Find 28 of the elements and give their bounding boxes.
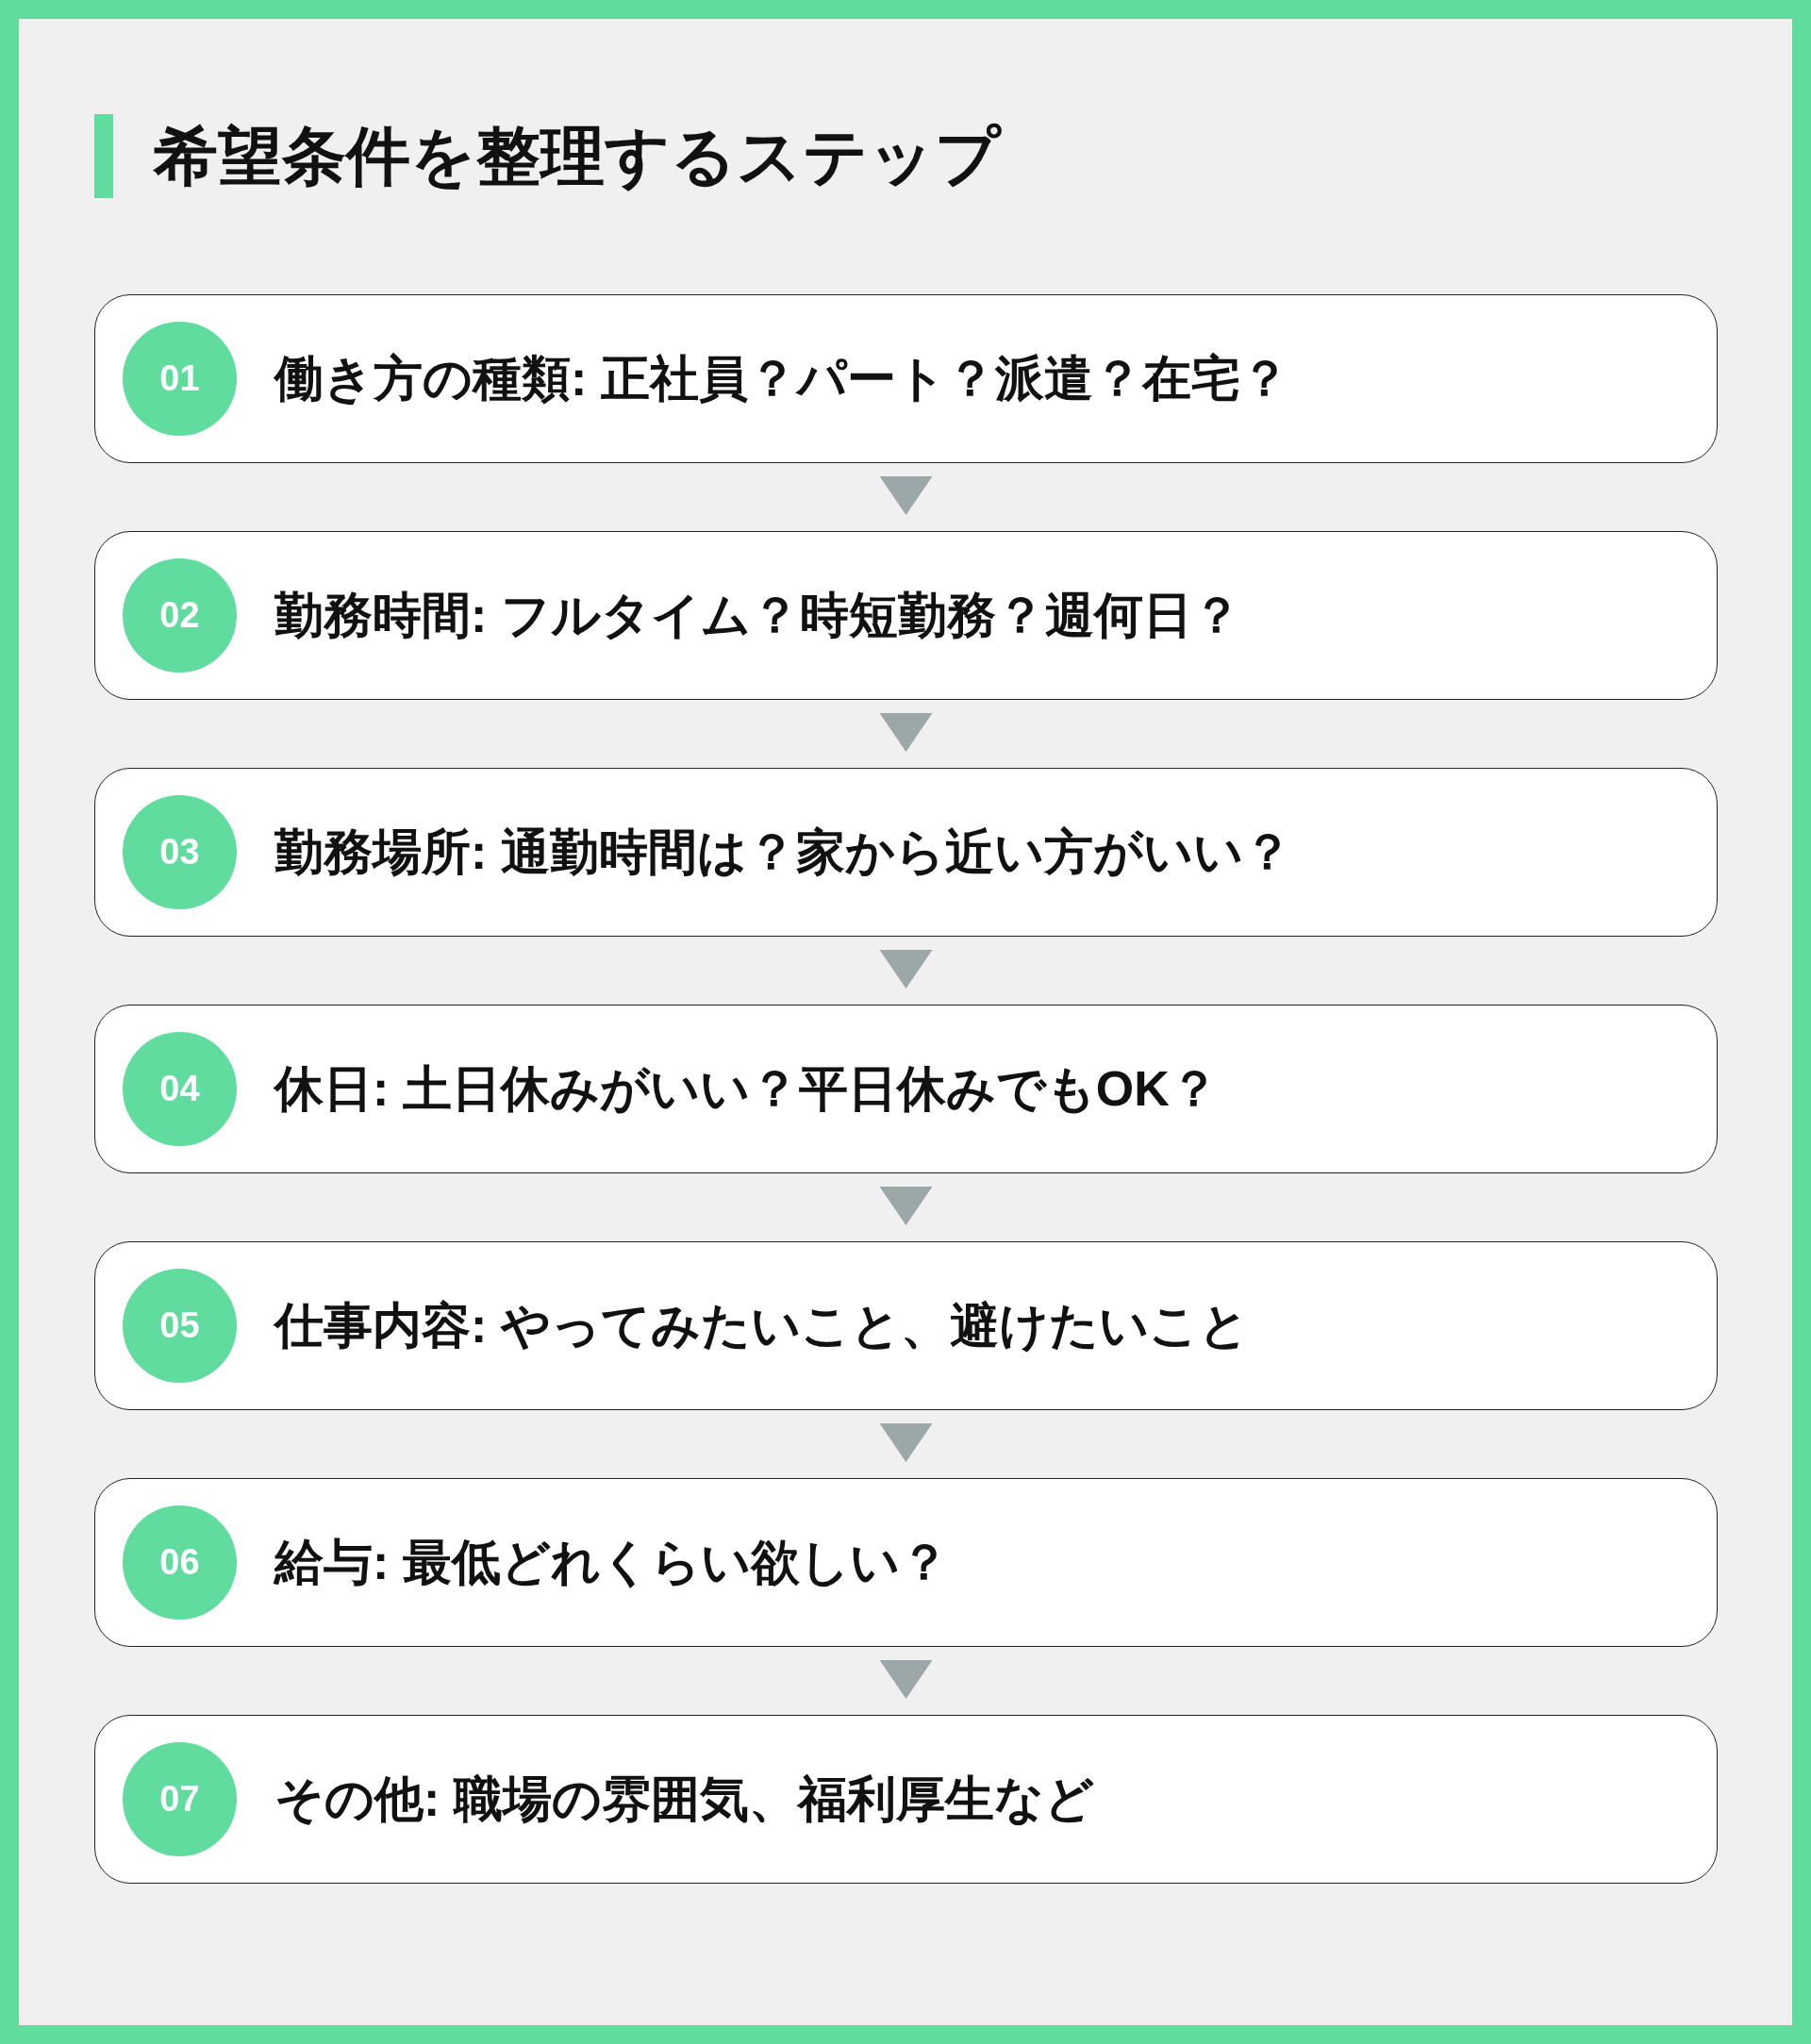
step-card [94,531,1718,700]
step-card [94,1715,1718,1884]
step-card [94,1241,1718,1410]
flow-arrow [879,1660,933,1699]
step-card [94,294,1718,463]
step-label: 勤務場所: 通勤時間は？家から近い方がいい？ [274,823,1292,881]
step-label: 休日: 土日休みがいい？平日休みでもOK？ [274,1060,1219,1118]
step-number-badge: 07 [123,1742,237,1856]
step-card [94,768,1718,937]
step-label: その他: 職場の雰囲気、福利厚生など [274,1770,1094,1828]
title: 希望条件を整理するステップ [154,119,1001,193]
flow-arrow [879,476,933,515]
step-label: 仕事内容: やってみたいこと、避けたいこと [274,1297,1249,1354]
flow-arrow [879,1187,933,1225]
step-number-badge: 05 [123,1269,237,1383]
step-card [94,1005,1718,1173]
step-label: 勤務時間: フルタイム？時短勤務？週何日？ [274,587,1241,644]
flow-arrow [879,713,933,752]
step-number-badge: 01 [123,322,237,436]
step-number-badge: 06 [123,1505,237,1620]
step-label: 働き方の種類: 正社員？パート？派遣？在宅？ [274,350,1289,407]
step-number-badge: 04 [123,1032,237,1146]
step-card [94,1478,1718,1647]
step-number-badge: 03 [123,795,237,909]
step-label: 給与: 最低どれくらい欲しい？ [274,1534,949,1591]
flow-arrow [879,1423,933,1462]
step-number-badge: 02 [123,558,237,673]
flow-arrow [879,950,933,989]
